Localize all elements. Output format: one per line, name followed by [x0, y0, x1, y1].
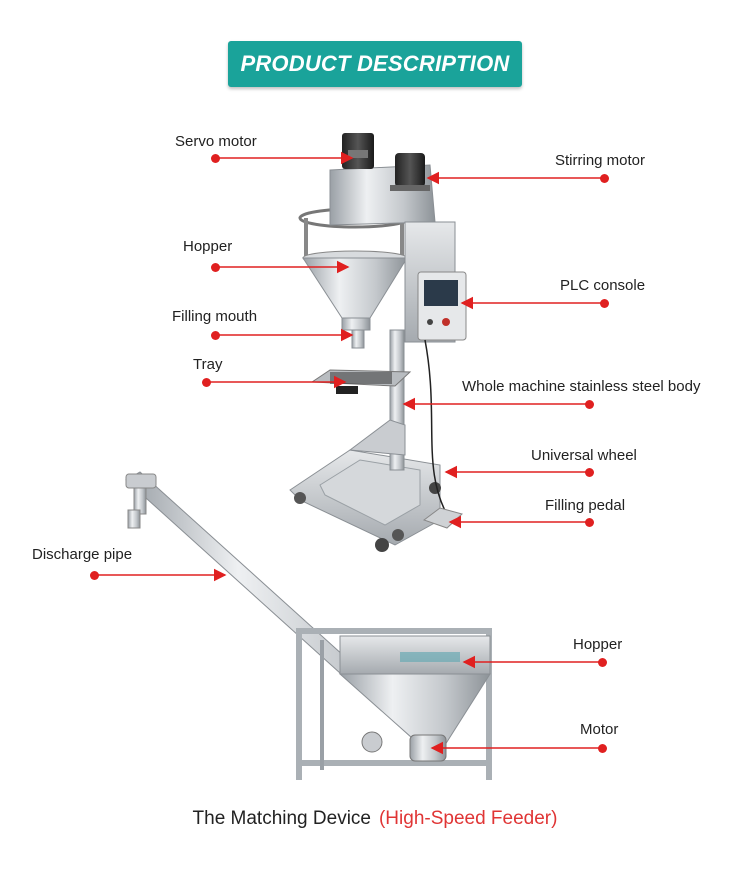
- caption-sub: (High-Speed Feeder): [378, 808, 558, 829]
- servo-motor-dot: [211, 154, 220, 163]
- tray-dot: [202, 378, 211, 387]
- auger-filler-machine: [289, 133, 467, 552]
- label-filling-pedal: Filling pedal: [545, 497, 626, 514]
- label-discharge-pipe: Discharge pipe: [32, 546, 133, 563]
- section-header: PRODUCT DESCRIPTION: [228, 41, 522, 87]
- screw-feeder: [125, 471, 492, 780]
- feeder-hopper-dot: [598, 658, 607, 667]
- label-motor: Motor: [580, 721, 619, 738]
- filling-mouth-dot: [211, 331, 220, 340]
- pointer-lines: [94, 151, 604, 755]
- section-title: PRODUCT DESCRIPTION: [240, 51, 510, 76]
- filling-pedal-dot: [585, 518, 594, 527]
- motor-dot: [598, 744, 607, 753]
- label-body: Whole machine stainless steel body: [462, 378, 701, 395]
- hopper-dot: [211, 263, 220, 272]
- label-servo-motor: Servo motor: [175, 133, 257, 150]
- label-filling-mouth: Filling mouth: [172, 308, 258, 325]
- label-stirring-motor: Stirring motor: [555, 152, 646, 169]
- body-dot: [585, 400, 594, 409]
- discharge-pipe-dot: [90, 571, 99, 580]
- label-feeder-hopper: Hopper: [573, 636, 623, 653]
- label-plc-console: PLC console: [560, 277, 646, 294]
- label-universal-wheel: Universal wheel: [531, 447, 637, 464]
- caption: The Matching Device (High-Speed Feeder): [0, 808, 750, 830]
- caption-main: The Matching Device: [192, 808, 371, 829]
- label-tray: Tray: [193, 356, 223, 373]
- universal-wheel-dot: [585, 468, 594, 477]
- label-hopper: Hopper: [183, 238, 233, 255]
- stirring-motor-dot: [600, 174, 609, 183]
- plc-console-dot: [600, 299, 609, 308]
